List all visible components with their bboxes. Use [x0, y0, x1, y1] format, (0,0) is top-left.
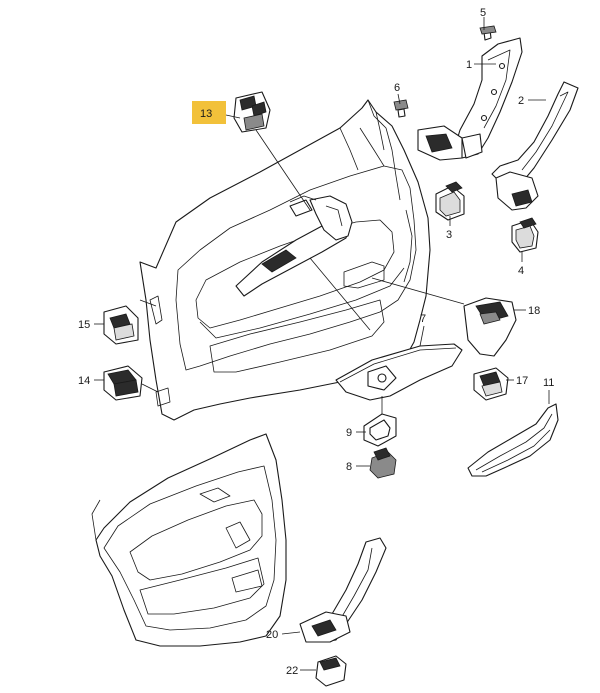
callout-20: 20	[266, 629, 278, 641]
callout-14: 14	[78, 375, 90, 387]
part-22-switch	[315, 655, 347, 687]
part-3-clip	[435, 181, 465, 221]
part-5-screw	[479, 25, 497, 41]
part-17-switch	[473, 367, 509, 401]
leader-lines	[94, 17, 550, 671]
part-1-trim-bracket	[417, 37, 523, 161]
callout-13: 13	[200, 108, 212, 120]
part-20-rear-handle	[299, 537, 387, 643]
part-6-screw	[393, 99, 409, 118]
callout-4: 4	[518, 265, 524, 277]
part-9-bezel	[363, 413, 397, 447]
callout-17: 17	[516, 375, 528, 387]
part-2-grab-handle	[491, 81, 579, 211]
part-4-clip	[511, 217, 539, 253]
part-11-handle-trim	[467, 403, 559, 477]
callout-5: 5	[480, 7, 486, 19]
part-18-handle-housing	[463, 297, 517, 357]
callout-3: 3	[446, 229, 452, 241]
callout-9: 9	[346, 427, 352, 439]
rear-door-trim-panel	[91, 433, 287, 647]
part-15-switch	[103, 305, 139, 345]
callout-8: 8	[346, 461, 352, 473]
callout-6: 6	[394, 82, 400, 94]
callout-2: 2	[518, 95, 524, 107]
part-13-window-switch	[233, 91, 271, 133]
part-7-trim-strip	[335, 343, 463, 401]
callout-22: 22	[286, 665, 298, 677]
callout-7: 7	[420, 313, 426, 325]
callout-11: 11	[543, 377, 554, 389]
callout-13-highlight	[192, 101, 226, 124]
callout-15: 15	[78, 319, 90, 331]
part-14-switch	[103, 365, 143, 401]
front-door-trim-panel	[139, 99, 431, 421]
callout-18: 18	[528, 305, 540, 317]
part-8-clip	[369, 447, 397, 479]
callout-1: 1	[466, 59, 472, 71]
callout-labels: 5 1 2 6 3 4 13 18 15 14 7 17 11 9 8 20 2…	[78, 7, 554, 677]
